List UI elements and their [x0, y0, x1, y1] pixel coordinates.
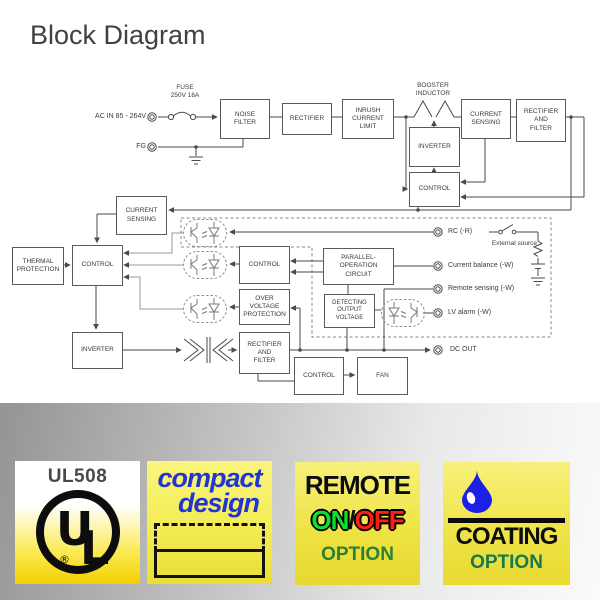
ul-letter-u: U: [56, 502, 93, 556]
block-current-sensing-2: CURRENT SENSING: [116, 196, 167, 235]
block-rectifier-filter-2: RECTIFIER AND FILTER: [239, 332, 290, 374]
terminal-current-balance: [433, 261, 443, 271]
label-external-source: External source: [491, 240, 537, 247]
inductor-icon: [413, 99, 455, 118]
block-inrush-current-limit: INRUSH CURRENT LIMIT: [342, 99, 394, 139]
ul-registered-mark: ®: [59, 553, 70, 566]
wires: [96, 116, 585, 382]
optocoupler-icon: [183, 219, 227, 247]
terminal-ac-in: [147, 112, 157, 122]
battery-icon: [531, 263, 545, 269]
diagram-area: Block Diagram: [12, 20, 585, 395]
ul-letter-l: L: [80, 521, 109, 575]
terminals: [147, 112, 443, 355]
label-fg: FG: [136, 143, 146, 150]
diagram-wires: [62, 99, 585, 382]
label-ac-in: AC IN 85 - 264V: [95, 113, 146, 120]
resistor-icon: [532, 240, 544, 257]
block-control-top: CONTROL: [409, 172, 460, 207]
remote-onoff-line: ON/OFF: [295, 505, 420, 536]
block-rectifier-filter-top: RECTIFIER AND FILTER: [516, 99, 566, 142]
label-booster-inductor: BOOSTER INDUCTOR: [415, 82, 451, 97]
block-current-sensing-top: CURRENT SENSING: [461, 99, 511, 139]
junction-dots: [194, 115, 573, 352]
label-terminal-dc-out: DC OUT: [450, 346, 477, 353]
block-fan: FAN: [357, 357, 408, 395]
remote-option-text: OPTION: [321, 544, 394, 565]
badge-remote-onoff: REMOTE ON/OFF OPTION: [295, 462, 420, 585]
badge-compact-design: compact design: [147, 461, 272, 584]
badge-coating: COATING OPTION: [443, 462, 570, 585]
block-noise-filter: NOISE FILTER: [220, 99, 270, 139]
coating-title: COATING: [455, 523, 559, 550]
terminal-dc-out: [433, 345, 443, 355]
arrow-wires: [62, 114, 584, 378]
ul508-heading: UL508: [47, 466, 108, 487]
ground-icon-external: [530, 277, 546, 286]
label-terminal-current-balance: Current balance (-W): [448, 262, 514, 269]
ground-icon: [188, 156, 204, 165]
block-rectifier: RECTIFIER: [282, 103, 332, 135]
remote-off-text: OFF: [354, 505, 405, 535]
label-terminal-remote-sensing: Remote sensing (-W): [448, 285, 515, 292]
compact-case-solid-icon: [154, 549, 265, 578]
coating-option-text: OPTION: [470, 552, 543, 573]
terminal-remote-sensing: [433, 284, 443, 294]
page-title: Block Diagram: [30, 20, 206, 50]
remote-on-text: ON: [311, 505, 349, 535]
block-parallel-operation: PARALLEL-OPERATION CIRCUIT: [323, 248, 394, 285]
block-control-primary: CONTROL: [72, 245, 123, 286]
transformer-icon: [183, 337, 234, 363]
compact-case-dashed-icon: [154, 523, 265, 552]
terminal-lv-alarm: [433, 308, 443, 318]
block-inverter-top: INVERTER: [409, 127, 460, 167]
block-control-fan: CONTROL: [294, 357, 344, 395]
optocoupler-icon: [183, 251, 227, 279]
fuse-icon: [167, 111, 197, 121]
external-source-circuit: [498, 224, 545, 269]
coating-underline: [448, 518, 565, 523]
compact-line2: design: [177, 488, 260, 519]
block-detecting-output-voltage: DETECTING OUTPUT VOLTAGE: [324, 294, 375, 328]
optocoupler-icon: [183, 295, 227, 323]
block-control-secondary: CONTROL: [239, 246, 290, 284]
terminal-rc: [433, 227, 443, 237]
isolation-boundary: [180, 217, 552, 338]
label-fuse: FUSE 250V 16A: [170, 84, 200, 99]
remote-title: REMOTE: [304, 470, 411, 500]
block-thermal-protection: THERMAL PROTECTION: [12, 247, 64, 285]
compact-line1: compact: [157, 463, 262, 493]
label-terminal-lv-alarm: LV alarm (-W): [448, 309, 492, 316]
ul-logo-icon: U L ®: [35, 490, 120, 575]
opto-feedback-wires: [123, 232, 183, 310]
block-over-voltage-protection: OVER VOLTAGE PROTECTION: [239, 289, 290, 325]
optocoupler-icon: [381, 299, 425, 327]
block-inverter-primary: INVERTER: [72, 332, 123, 369]
terminal-fg: [147, 142, 157, 152]
droplet-icon: [462, 470, 492, 513]
label-terminal-rc: RC (-R): [448, 228, 473, 235]
badge-ul508: UL508 U L ®: [15, 461, 140, 584]
badge-band: UL508 U L ® compact design REMOTE ON/OFF…: [0, 403, 600, 600]
remote-slash-text: /: [348, 505, 355, 535]
